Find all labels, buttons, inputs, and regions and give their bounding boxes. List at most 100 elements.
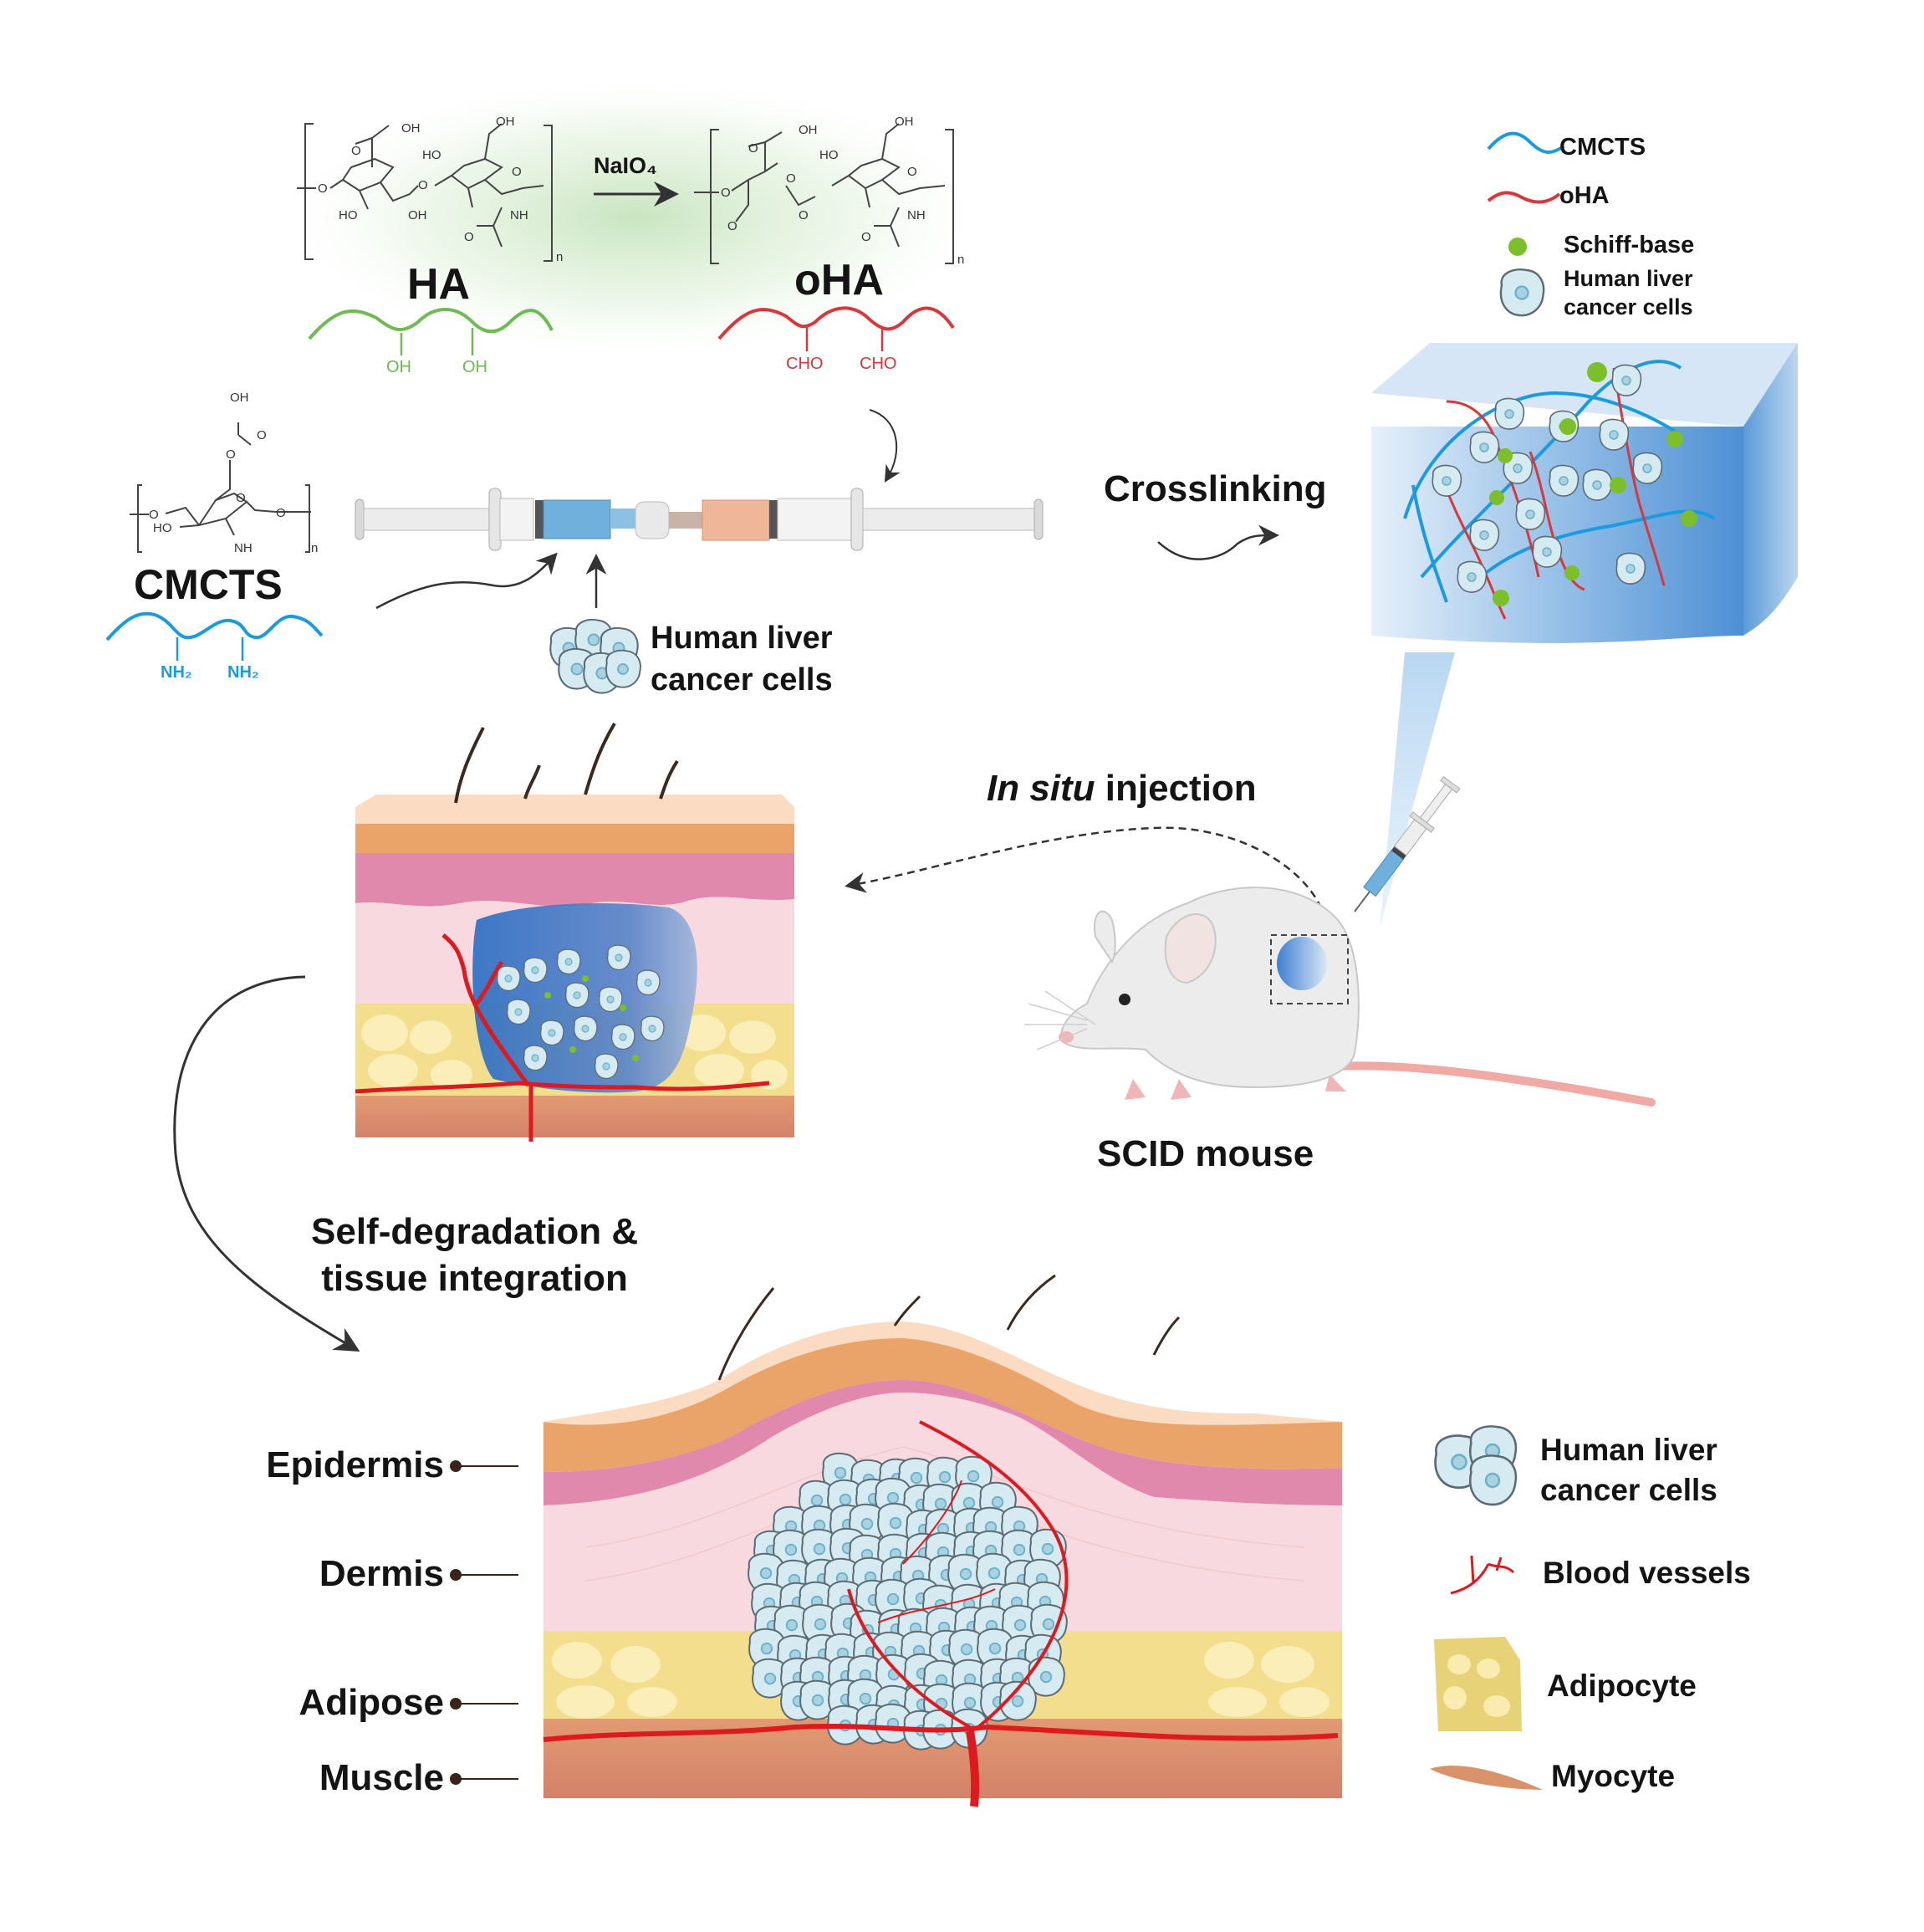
cmcts-to-syringe-arrow	[375, 552, 558, 610]
injection-site-box	[1270, 934, 1349, 1004]
cancer-cells-legend-icon	[1434, 1425, 1518, 1506]
crosslinking-arrow	[1157, 524, 1279, 560]
degradation-arrow	[173, 975, 360, 1352]
svg-text:O: O	[907, 165, 917, 179]
legend-oha-label: oHA	[1559, 182, 1610, 209]
cells-input-label: Human liver cancer cells	[651, 617, 833, 701]
legend-cmcts-label: CMCTS	[1559, 134, 1646, 161]
ha-structure	[297, 123, 553, 262]
svg-text:O: O	[236, 491, 246, 505]
svg-text:OH: OH	[401, 121, 421, 135]
svg-text:OH: OH	[895, 115, 914, 129]
svg-text:O: O	[861, 230, 871, 244]
schiff-base-legend-icon	[1508, 238, 1527, 256]
svg-text:O: O	[318, 181, 328, 196]
svg-text:n: n	[957, 253, 964, 267]
cmcts-structure	[130, 422, 311, 553]
svg-text:n: n	[311, 541, 318, 555]
legend-myocyte-label: Myocyte	[1551, 1759, 1676, 1793]
svg-text:O: O	[418, 178, 428, 192]
svg-text:HO: HO	[422, 148, 441, 162]
cancer-cells-cluster-icon	[549, 618, 641, 694]
svg-text:OH: OH	[408, 208, 427, 222]
cells-input-label-line2: cancer cells	[651, 662, 833, 698]
svg-text:O: O	[799, 208, 809, 222]
injection-arrow	[845, 826, 1327, 921]
adipocyte-legend-icon	[1434, 1637, 1522, 1731]
oha-chain-icon	[717, 306, 955, 351]
svg-text:O: O	[786, 171, 796, 186]
injection-label-italic: In situ	[987, 768, 1095, 809]
layer-label-dermis: Dermis	[319, 1553, 444, 1594]
svg-text:HO: HO	[153, 521, 172, 535]
svg-text:O: O	[512, 165, 522, 179]
blood-vessel-legend-icon	[1450, 1555, 1515, 1595]
injection-label-rest: injection	[1095, 768, 1257, 809]
legend-cells-line2: cancer cells	[1564, 294, 1693, 319]
svg-text:NH: NH	[234, 541, 253, 555]
legend-blood-vessels-label: Blood vessels	[1543, 1556, 1751, 1590]
reagent-label: NaIO₄	[594, 153, 657, 178]
svg-text:O: O	[721, 186, 731, 200]
skin-section-injected	[355, 722, 794, 1142]
svg-text:O: O	[727, 219, 737, 233]
legend-cells-line1: Human liver	[1564, 266, 1693, 291]
degradation-label-line1: Self-degradation &	[311, 1211, 639, 1252]
legend-cells-label: Human liver cancer cells	[1564, 264, 1693, 321]
ha-chain-icon	[308, 308, 554, 355]
svg-text:O: O	[226, 447, 236, 462]
reaction-glow	[276, 71, 995, 364]
svg-text:O: O	[276, 506, 286, 520]
layer-leaders	[450, 1460, 518, 1785]
hydrogel-cube	[1371, 343, 1798, 928]
ha-group-2: OH	[462, 358, 487, 376]
layer-label-muscle: Muscle	[319, 1757, 444, 1798]
svg-text:OH: OH	[799, 123, 818, 137]
legend-schiff-label: Schiff-base	[1564, 232, 1695, 258]
cmcts-group-2: NH₂	[227, 663, 259, 682]
layer-label-epidermis: Epidermis	[266, 1444, 444, 1485]
legend-bottom-cells-line2: cancer cells	[1540, 1473, 1717, 1507]
svg-text:O: O	[149, 508, 159, 522]
mouse-label: SCID mouse	[1097, 1133, 1314, 1174]
legend-bottom-cells-line1: Human liver	[1540, 1433, 1717, 1467]
svg-text:NH: NH	[510, 208, 528, 222]
svg-text:O: O	[464, 230, 474, 244]
oha-to-syringe-arrow	[869, 409, 901, 483]
ha-label: HA	[407, 260, 471, 309]
svg-text:OH: OH	[496, 115, 515, 129]
tumor-vessels	[543, 1420, 1339, 1807]
oha-atom-labels: OH OH O HO O O O O O NH On	[721, 115, 964, 267]
svg-text:O: O	[257, 428, 267, 442]
legend-adipocyte-label: Adipocyte	[1547, 1669, 1697, 1703]
legend-bottom-cells-label: Human liver cancer cells	[1540, 1430, 1717, 1510]
cancer-cell-legend-icon	[1499, 268, 1545, 317]
svg-text:HO: HO	[339, 208, 358, 222]
dual-syringe	[355, 488, 1044, 551]
degradation-label: Self-degradation & tissue integration	[311, 1209, 638, 1302]
injection-label: In situ injection	[987, 768, 1257, 810]
crosslinking-label: Crosslinking	[1104, 468, 1327, 509]
oha-group-2: CHO	[860, 355, 897, 373]
degradation-label-line2: tissue integration	[321, 1258, 628, 1299]
cmcts-legend-icon	[1487, 131, 1565, 154]
svg-text:n: n	[556, 250, 563, 264]
oha-group-1: CHO	[786, 355, 824, 373]
oha-legend-icon	[1487, 191, 1561, 204]
layer-label-adipose: Adipose	[299, 1682, 444, 1723]
svg-text:HO: HO	[819, 148, 839, 162]
svg-text:O: O	[748, 141, 758, 156]
myocyte-legend-icon	[1430, 1766, 1543, 1790]
oha-structure	[694, 123, 954, 264]
cmcts-chain-icon	[105, 611, 324, 661]
svg-text:NH: NH	[907, 208, 926, 222]
oha-label: oHA	[794, 256, 884, 304]
scid-mouse	[1024, 775, 1656, 1107]
cmcts-label: CMCTS	[134, 561, 283, 608]
cmcts-group-1: NH₂	[161, 663, 192, 682]
cells-input-label-line1: Human liver	[651, 621, 833, 656]
hairs	[717, 1274, 1181, 1381]
